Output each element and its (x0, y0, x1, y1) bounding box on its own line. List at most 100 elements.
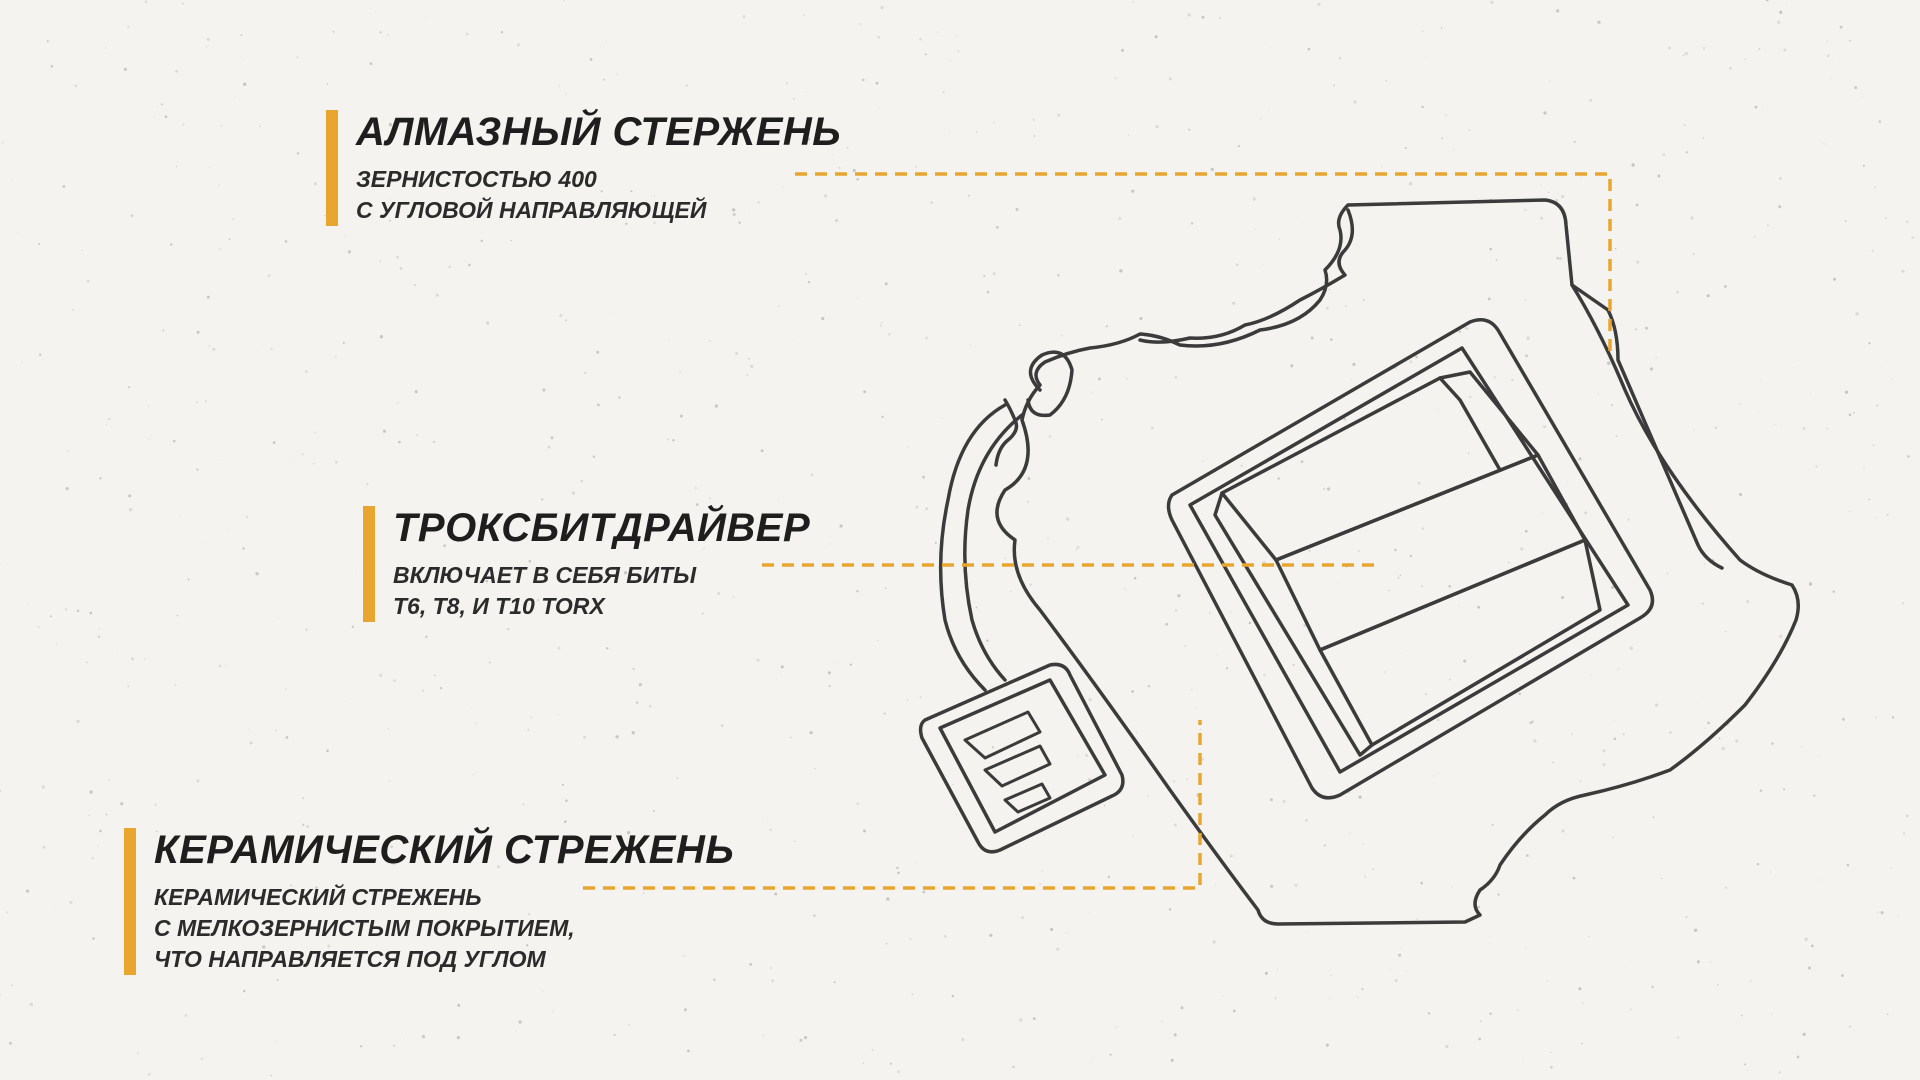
paper-speckle (1372, 868, 1375, 871)
paper-speckle (1121, 48, 1124, 52)
paper-speckle (1611, 404, 1613, 407)
paper-speckle (686, 1049, 690, 1053)
paper-speckle (517, 43, 520, 47)
paper-speckle (1617, 668, 1619, 670)
paper-speckle (1132, 835, 1134, 838)
paper-speckle (682, 954, 685, 957)
paper-speckle (387, 728, 390, 730)
paper-speckle (1729, 67, 1732, 70)
paper-speckle (312, 462, 315, 465)
paper-speckle (880, 5, 884, 10)
paper-speckle (1750, 980, 1752, 982)
paper-speckle (721, 724, 724, 727)
paper-speckle (476, 924, 480, 928)
callout-description-line: С УГЛОВОЙ НАПРАВЛЯЮЩЕЙ (356, 197, 707, 223)
paper-speckle (1677, 1036, 1680, 1039)
paper-speckle (833, 981, 836, 984)
paper-speckle (862, 1062, 865, 1065)
paper-speckle (1277, 477, 1280, 480)
paper-speckle (1873, 186, 1876, 189)
paper-speckle (169, 243, 173, 246)
paper-speckle (454, 128, 458, 132)
paper-speckle (625, 222, 628, 225)
paper-speckle (232, 218, 235, 221)
tool-stack-bottom (1318, 538, 1602, 747)
paper-speckle (1613, 737, 1617, 741)
paper-speckle (1440, 27, 1443, 29)
paper-speckle (1066, 517, 1070, 521)
paper-speckle (315, 886, 318, 889)
paper-speckle (1305, 819, 1308, 822)
paper-speckle (653, 221, 656, 225)
paper-speckle (871, 1049, 874, 1052)
paper-speckle (160, 103, 163, 106)
paper-speckle (760, 449, 764, 453)
paper-speckle (583, 735, 586, 739)
paper-speckle (130, 657, 135, 661)
paper-speckle (393, 679, 396, 682)
paper-speckle (1115, 1026, 1118, 1028)
callout-description-line: T6, T8, И T10 TORX (393, 593, 605, 619)
paper-speckle (1398, 953, 1402, 957)
paper-speckle (1490, 0, 1494, 4)
paper-speckle (1088, 698, 1092, 702)
paper-speckle (1552, 761, 1554, 764)
paper-speckle (1762, 109, 1764, 111)
paper-speckle (1546, 980, 1549, 982)
paper-speckle (1362, 298, 1365, 301)
paper-speckle (1278, 238, 1281, 240)
paper-speckle (259, 125, 261, 128)
paper-speckle (334, 355, 337, 358)
paper-speckle (1854, 86, 1858, 90)
paper-speckle (248, 728, 250, 730)
paper-speckle (1350, 731, 1352, 733)
paper-speckle (1195, 707, 1197, 709)
paper-speckle (1219, 16, 1222, 20)
paper-speckle (1420, 881, 1424, 885)
paper-speckle (1606, 358, 1608, 360)
paper-speckle (1254, 228, 1256, 230)
paper-speckle (1718, 737, 1721, 740)
paper-speckle (1852, 411, 1855, 414)
paper-speckle (1872, 444, 1875, 447)
paper-speckle (0, 563, 1, 565)
paper-speckle (1572, 267, 1574, 269)
paper-speckle (1202, 460, 1204, 463)
paper-speckle (1356, 996, 1359, 998)
paper-speckle (1329, 338, 1333, 341)
paper-speckle (993, 122, 995, 124)
paper-speckle (630, 190, 633, 193)
paper-speckle (1453, 149, 1455, 151)
paper-speckle (88, 814, 90, 817)
paper-speckle (672, 438, 675, 442)
paper-speckle (442, 902, 445, 905)
paper-speckle (1477, 605, 1481, 609)
paper-speckle (465, 32, 469, 36)
paper-speckle (1125, 377, 1128, 380)
paper-speckle (559, 314, 563, 318)
paper-speckle (1684, 52, 1689, 56)
paper-speckle (829, 543, 831, 545)
paper-speckle (155, 908, 158, 911)
paper-speckle (345, 700, 346, 702)
paper-speckle (1778, 176, 1782, 180)
paper-speckle (1216, 654, 1218, 656)
paper-speckle (1863, 467, 1865, 470)
paper-speckle (774, 892, 778, 896)
paper-speckle (127, 685, 130, 688)
paper-speckle (1168, 77, 1172, 81)
paper-speckle (1885, 217, 1887, 220)
paper-speckle (120, 802, 124, 806)
paper-speckle (1463, 659, 1467, 663)
paper-speckle (756, 658, 760, 662)
paper-speckle (379, 31, 382, 34)
paper-speckle (1408, 182, 1413, 186)
paper-speckle (285, 688, 287, 690)
tag-outline (918, 662, 1125, 854)
paper-speckle (884, 282, 888, 286)
paper-speckle (507, 628, 510, 630)
paper-speckle (1091, 391, 1093, 393)
paper-speckle (76, 609, 80, 613)
paper-speckle (561, 783, 564, 786)
